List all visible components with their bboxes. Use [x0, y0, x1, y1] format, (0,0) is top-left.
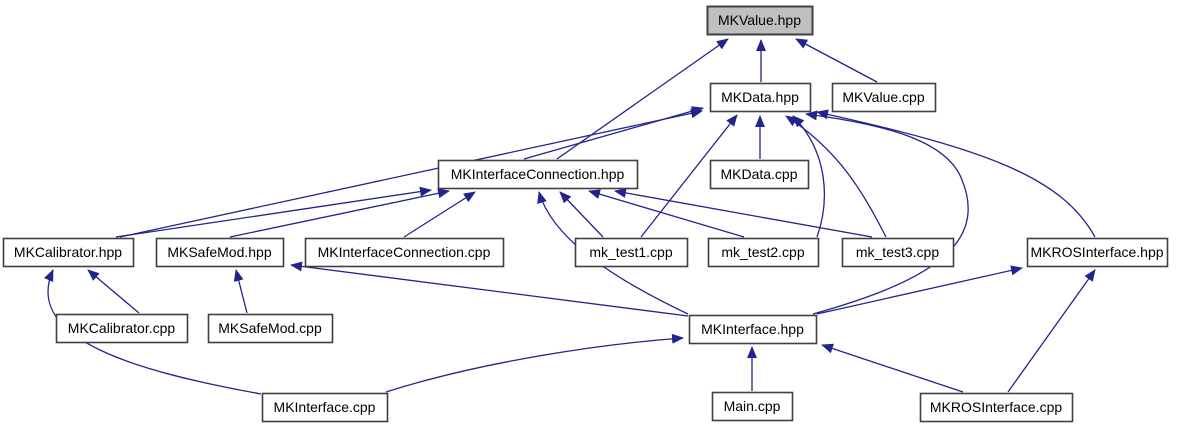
node-mkcalibrator-cpp[interactable]: MKCalibrator.cpp [55, 313, 189, 344]
include-edge-mkinterface-hpp--mkdata-hpp [805, 110, 969, 315]
node-box-mkrosinterface-cpp[interactable] [919, 392, 1074, 423]
node-mkdata-hpp[interactable]: MKData.hpp [709, 82, 812, 113]
node-box-mkinterfaceconnection-cpp[interactable] [304, 237, 505, 268]
include-edge-mkinterface-hpp--mksafemod-hpp [290, 261, 689, 317]
node-box-mkinterface-hpp[interactable] [688, 314, 818, 345]
node-box-mkcalibrator-hpp[interactable] [2, 237, 135, 268]
node-mkrosinterface-hpp[interactable]: MKROSInterface.hpp [1026, 237, 1169, 268]
node-box-mkinterfaceconnection-hpp[interactable] [437, 159, 639, 190]
node-box-mksafemod-cpp[interactable] [207, 313, 334, 344]
node-label-mkinterfaceconnection-hpp[interactable]: MKInterfaceConnection.hpp [451, 166, 625, 182]
node-mksafemod-cpp[interactable]: MKSafeMod.cpp [207, 313, 334, 344]
include-edge-mk-test3-cpp--mkinterfaceconnection-hpp [614, 188, 873, 238]
include-edge-mk-test1-cpp--mkinterfaceconnection-hpp [559, 191, 604, 238]
node-label-mkcalibrator-cpp[interactable]: MKCalibrator.cpp [68, 320, 176, 336]
node-mkinterfaceconnection-cpp[interactable]: MKInterfaceConnection.cpp [304, 237, 505, 268]
node-mkvalue-hpp[interactable]: MKValue.hpp [706, 5, 814, 36]
node-mkcalibrator-hpp[interactable]: MKCalibrator.hpp [2, 237, 135, 268]
include-edge-mksafemod-cpp--mksafemod-hpp [233, 269, 248, 314]
node-box-mksafemod-hpp[interactable] [155, 237, 285, 268]
node-mkinterface-cpp[interactable]: MKInterface.cpp [261, 392, 389, 423]
node-label-mkvalue-hpp[interactable]: MKValue.hpp [718, 12, 801, 28]
node-label-mkrosinterface-hpp[interactable]: MKROSInterface.hpp [1030, 244, 1163, 260]
include-edge-mkrosinterface-hpp--mkdata-hpp [816, 109, 1096, 238]
include-edge-mkcalibrator-hpp--mkdata-hpp [119, 108, 703, 238]
node-mkdata-cpp[interactable]: MKData.cpp [709, 159, 810, 190]
node-label-mkdata-cpp[interactable]: MKData.cpp [720, 166, 797, 182]
node-mkinterfaceconnection-hpp[interactable]: MKInterfaceConnection.hpp [437, 159, 639, 190]
node-box-mkrosinterface-hpp[interactable] [1026, 237, 1169, 268]
node-label-mksafemod-cpp[interactable]: MKSafeMod.cpp [218, 320, 322, 336]
node-label-mkinterface-hpp[interactable]: MKInterface.hpp [701, 321, 804, 337]
node-box-mkvalue-cpp[interactable] [831, 82, 937, 113]
node-label-main-cpp[interactable]: Main.cpp [724, 398, 781, 414]
node-label-mk-test1-cpp[interactable]: mk_test1.cpp [589, 244, 672, 260]
include-edge-mkcalibrator-hpp--mkinterfaceconnection-hpp [115, 186, 432, 238]
node-label-mk-test2-cpp[interactable]: mk_test2.cpp [721, 244, 804, 260]
node-label-mkinterface-cpp[interactable]: MKInterface.cpp [274, 399, 376, 415]
include-edge-mkrosinterface-cpp--mkinterface-hpp [821, 343, 964, 393]
node-box-mkcalibrator-cpp[interactable] [55, 313, 189, 344]
include-edge-mkinterfaceconnection-cpp--mkinterfaceconnection-hpp [403, 191, 476, 238]
include-edge-mk-test3-cpp--mkdata-hpp [785, 115, 887, 238]
node-mk-test1-cpp[interactable]: mk_test1.cpp [574, 237, 689, 268]
node-box-mkinterface-cpp[interactable] [261, 392, 389, 423]
include-edge-mksafemod-hpp--mkinterfaceconnection-hpp [229, 188, 450, 238]
include-edge-mkcalibrator-cpp--mkcalibrator-hpp [87, 269, 140, 314]
include-edge-mkinterfaceconnection-hpp--mkdata-hpp [523, 106, 704, 160]
node-mkinterface-hpp[interactable]: MKInterface.hpp [688, 314, 818, 345]
include-edge-mkinterface-cpp--mkinterface-hpp [385, 333, 684, 393]
node-label-mkinterfaceconnection-cpp[interactable]: MKInterfaceConnection.cpp [318, 244, 491, 260]
node-box-mkdata-cpp[interactable] [709, 159, 810, 190]
node-label-mkrosinterface-cpp[interactable]: MKROSInterface.cpp [930, 399, 1062, 415]
node-mk-test3-cpp[interactable]: mk_test3.cpp [841, 237, 955, 268]
include-edge-mkvalue-cpp--mkvalue-hpp [795, 38, 878, 83]
include-edge-mkinterfaceconnection-hpp--mkvalue-hpp [556, 38, 729, 160]
include-edge-mkinterface-cpp--mkcalibrator-hpp [43, 269, 262, 395]
node-mkrosinterface-cpp[interactable]: MKROSInterface.cpp [919, 392, 1074, 423]
include-edge-mk-test1-cpp--mkdata-hpp [640, 114, 738, 238]
node-label-mkdata-hpp[interactable]: MKData.hpp [721, 89, 799, 105]
node-mksafemod-hpp[interactable]: MKSafeMod.hpp [155, 237, 285, 268]
node-box-mk-test1-cpp[interactable] [574, 237, 689, 268]
node-mkvalue-cpp[interactable]: MKValue.cpp [831, 82, 937, 113]
node-label-mkvalue-cpp[interactable]: MKValue.cpp [842, 89, 924, 105]
include-edge-mkinterface-hpp--mkrosinterface-hpp [816, 265, 1023, 315]
node-label-mk-test3-cpp[interactable]: mk_test3.cpp [856, 244, 939, 260]
node-box-mkvalue-hpp[interactable] [706, 5, 814, 36]
include-edge-mkrosinterface-cpp--mkrosinterface-hpp [1007, 269, 1096, 393]
node-box-mkdata-hpp[interactable] [709, 82, 812, 113]
node-label-mksafemod-hpp[interactable]: MKSafeMod.hpp [167, 244, 271, 260]
include-edge-mk-test2-cpp--mkinterfaceconnection-hpp [588, 189, 745, 238]
node-box-mk-test3-cpp[interactable] [841, 237, 955, 268]
node-box-main-cpp[interactable] [711, 391, 794, 422]
node-mk-test2-cpp[interactable]: mk_test2.cpp [707, 237, 820, 268]
node-label-mkcalibrator-hpp[interactable]: MKCalibrator.hpp [14, 244, 122, 260]
node-box-mk-test2-cpp[interactable] [707, 237, 820, 268]
node-main-cpp[interactable]: Main.cpp [711, 391, 794, 422]
